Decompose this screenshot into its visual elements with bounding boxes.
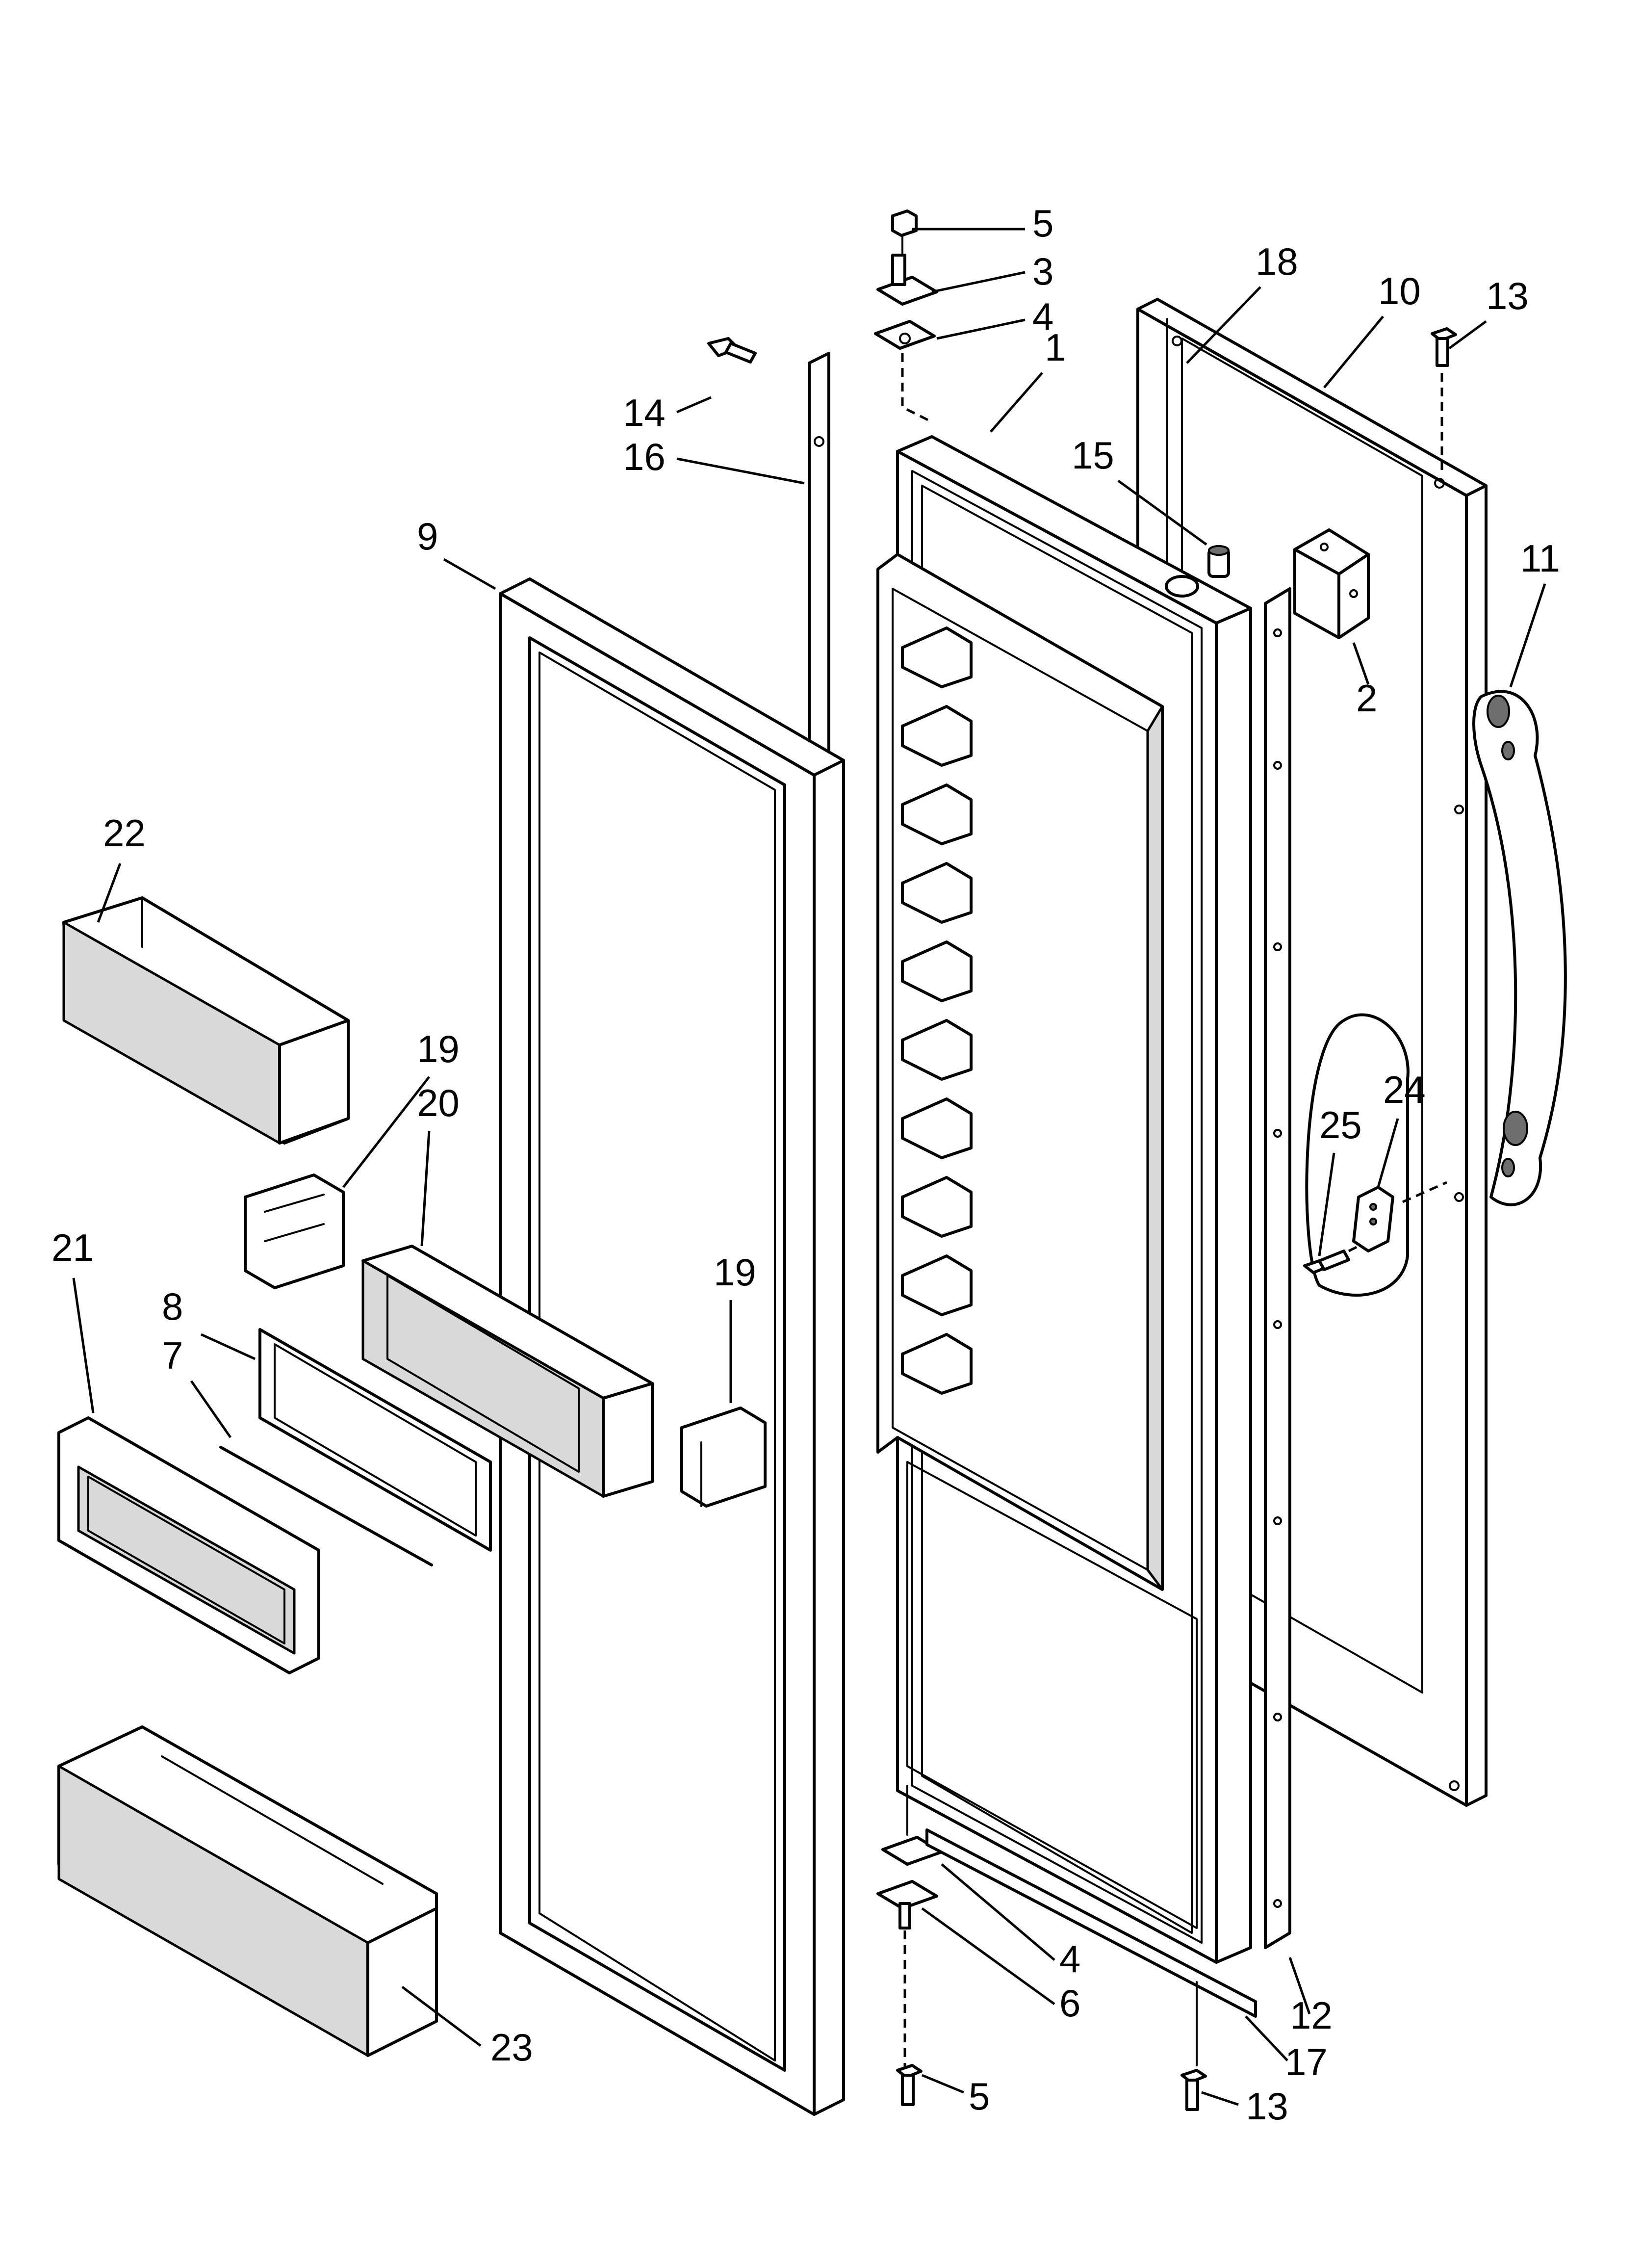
- callout-16: 16: [623, 435, 666, 478]
- callout-2: 2: [1356, 677, 1377, 720]
- callout-19: 19: [714, 1251, 756, 1294]
- callout-17: 17: [1285, 2040, 1328, 2084]
- callout-9: 9: [417, 515, 438, 558]
- bottom-trim-17: [925, 1828, 1257, 2018]
- leader-lines: [72, 228, 1546, 2106]
- door-handle: [1472, 690, 1567, 1206]
- top-hinge-assembly: [874, 209, 938, 423]
- shelf-brackets: [901, 626, 973, 1395]
- lower-door-bin: [57, 1725, 438, 2057]
- callout-4: 4: [1059, 1937, 1080, 1981]
- door-stop-bushing: [1207, 545, 1230, 578]
- callout-3: 3: [1032, 250, 1053, 293]
- callout-11: 11: [1520, 537, 1560, 580]
- callout-18: 18: [1256, 240, 1298, 283]
- screw-13-bottom: [1180, 2069, 1207, 2111]
- callout-21: 21: [51, 1226, 94, 1269]
- door-liner: [876, 553, 1198, 1929]
- bin-support-left: [244, 1173, 345, 1289]
- dairy-compartment: [361, 1245, 654, 1498]
- dairy-door: [57, 1416, 320, 1674]
- callout-5: 5: [1032, 202, 1053, 245]
- top-hinge-bracket: [1293, 528, 1370, 639]
- bin-support-right: [680, 1407, 767, 1508]
- callout-15: 15: [1072, 434, 1114, 477]
- callout-19: 19: [417, 1027, 460, 1070]
- side-seal-strip: [1264, 587, 1291, 1949]
- callout-22: 22: [103, 811, 146, 855]
- callout-10: 10: [1378, 269, 1421, 313]
- dairy-door-frame: [258, 1328, 492, 1552]
- callout-6: 6: [1059, 1981, 1080, 2025]
- callout-23: 23: [490, 2026, 533, 2069]
- callout-20: 20: [417, 1081, 460, 1124]
- callout-14: 14: [623, 391, 666, 434]
- callout-24: 24: [1383, 1068, 1426, 1111]
- bottom-hinge-assembly: [876, 1785, 943, 2106]
- callout-8: 8: [162, 1285, 183, 1328]
- callout-13: 13: [1486, 274, 1529, 317]
- screw-13-top: [1431, 327, 1457, 471]
- screw-25: [1303, 1245, 1360, 1274]
- callout-13: 13: [1246, 2085, 1288, 2128]
- door-gasket: [499, 577, 845, 2116]
- upper-door-bin: [62, 896, 350, 1145]
- callout-4: 4: [1032, 295, 1053, 338]
- callout-1: 1: [1045, 326, 1066, 369]
- screw-14: [707, 337, 757, 364]
- callout-12: 12: [1290, 1994, 1333, 2037]
- callout-5: 5: [969, 2075, 990, 2118]
- callout-7: 7: [162, 1334, 183, 1377]
- dairy-door-rod: [219, 1446, 433, 1566]
- callout-25: 25: [1319, 1103, 1362, 1147]
